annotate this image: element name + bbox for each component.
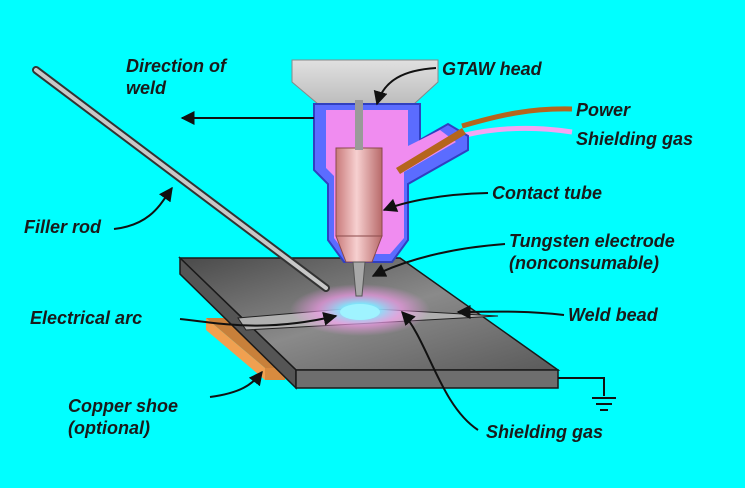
gtaw-torch [291, 59, 469, 297]
label-shielding-gas-top: Shielding gas [576, 129, 694, 149]
label-direction-line2: weld [126, 78, 167, 98]
label-power: Power [576, 100, 631, 120]
label-tungsten-line1: Tungsten electrode [509, 231, 675, 251]
label-copper-line1: Copper shoe [68, 396, 179, 416]
label-filler-rod: Filler rod [24, 217, 102, 237]
label-shielding-gas-bottom: Shielding gas [486, 422, 604, 442]
ground-symbol-icon [558, 377, 616, 411]
label-direction-line1: Direction of [126, 56, 227, 76]
label-tungsten-electrode: Tungsten electrode (nonconsumable) [509, 230, 675, 274]
label-weld-bead: Weld bead [568, 305, 658, 325]
cables [461, 106, 573, 138]
label-contact-tube: Contact tube [492, 183, 602, 203]
label-copper-line2: (optional) [68, 418, 150, 438]
label-tungsten-line2: (nonconsumable) [509, 253, 660, 273]
label-gtaw-head: GTAW head [442, 59, 542, 79]
label-electrical-arc: Electrical arc [30, 308, 143, 328]
filler-rod [32, 66, 330, 292]
label-copper-shoe: Copper shoe (optional) [68, 395, 178, 439]
leader-lines [113, 67, 565, 431]
label-direction-of-weld: Direction of weld [126, 55, 226, 99]
